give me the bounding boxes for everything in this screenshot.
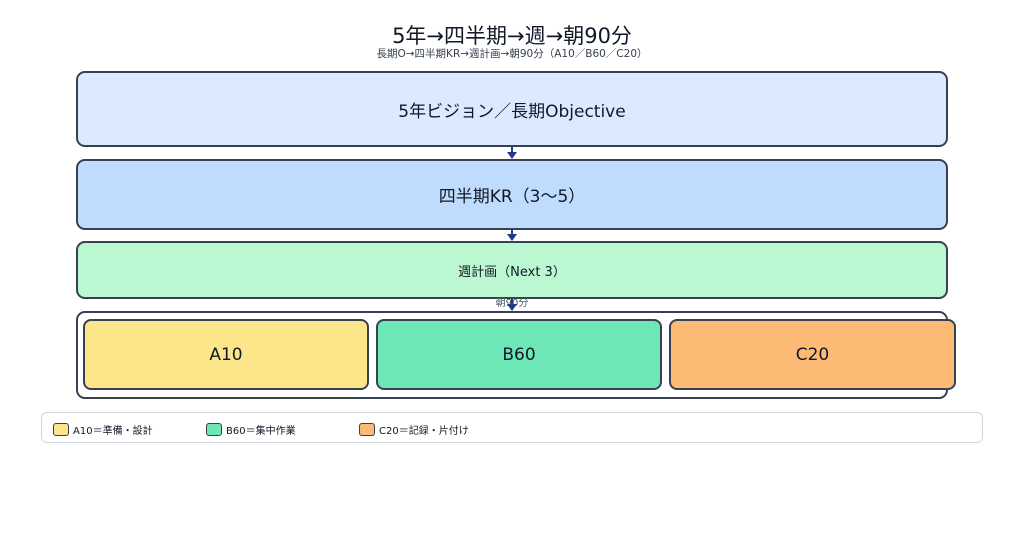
layer-vision: 5年ビジョン／長期Objective (76, 71, 948, 147)
diagram-title: 5年→四半期→週→朝90分 (392, 24, 632, 48)
arrow-down-icon (507, 147, 517, 159)
arrow-down-icon (507, 299, 517, 311)
legend-item-b60: B60＝集中作業 (206, 421, 296, 437)
block-a10: A10 (83, 319, 369, 390)
block-a10-label: A10 (209, 344, 243, 365)
layer-vision-label: 5年ビジョン／長期Objective (398, 101, 626, 122)
legend-swatch-c20 (359, 422, 375, 436)
legend-label-b60: B60＝集中作業 (226, 425, 296, 437)
layer-quarterly-kr: 四半期KR（3〜5） (76, 159, 948, 230)
legend-label-a10: A10＝準備・設計 (73, 425, 153, 437)
legend-swatch-a10 (53, 422, 69, 436)
block-b60: B60 (376, 319, 662, 390)
layer-weekly-label: 週計画（Next 3） (458, 264, 566, 280)
block-c20: C20 (669, 319, 956, 390)
block-c20-label: C20 (795, 344, 830, 365)
layer-weekly-plan: 週計画（Next 3） (76, 241, 948, 299)
block-b60-label: B60 (502, 344, 536, 365)
legend: A10＝準備・設計 B60＝集中作業 C20＝記録・片付け (41, 412, 983, 443)
legend-item-c20: C20＝記録・片付け (359, 421, 469, 437)
diagram-subtitle: 長期O→四半期KR→週計画→朝90分（A10／B60／C20） (376, 48, 648, 60)
layer-kr-label: 四半期KR（3〜5） (438, 187, 586, 207)
legend-swatch-b60 (206, 422, 222, 436)
legend-label-c20: C20＝記録・片付け (379, 425, 469, 437)
arrow-down-icon (507, 230, 517, 241)
legend-item-a10: A10＝準備・設計 (53, 421, 153, 437)
